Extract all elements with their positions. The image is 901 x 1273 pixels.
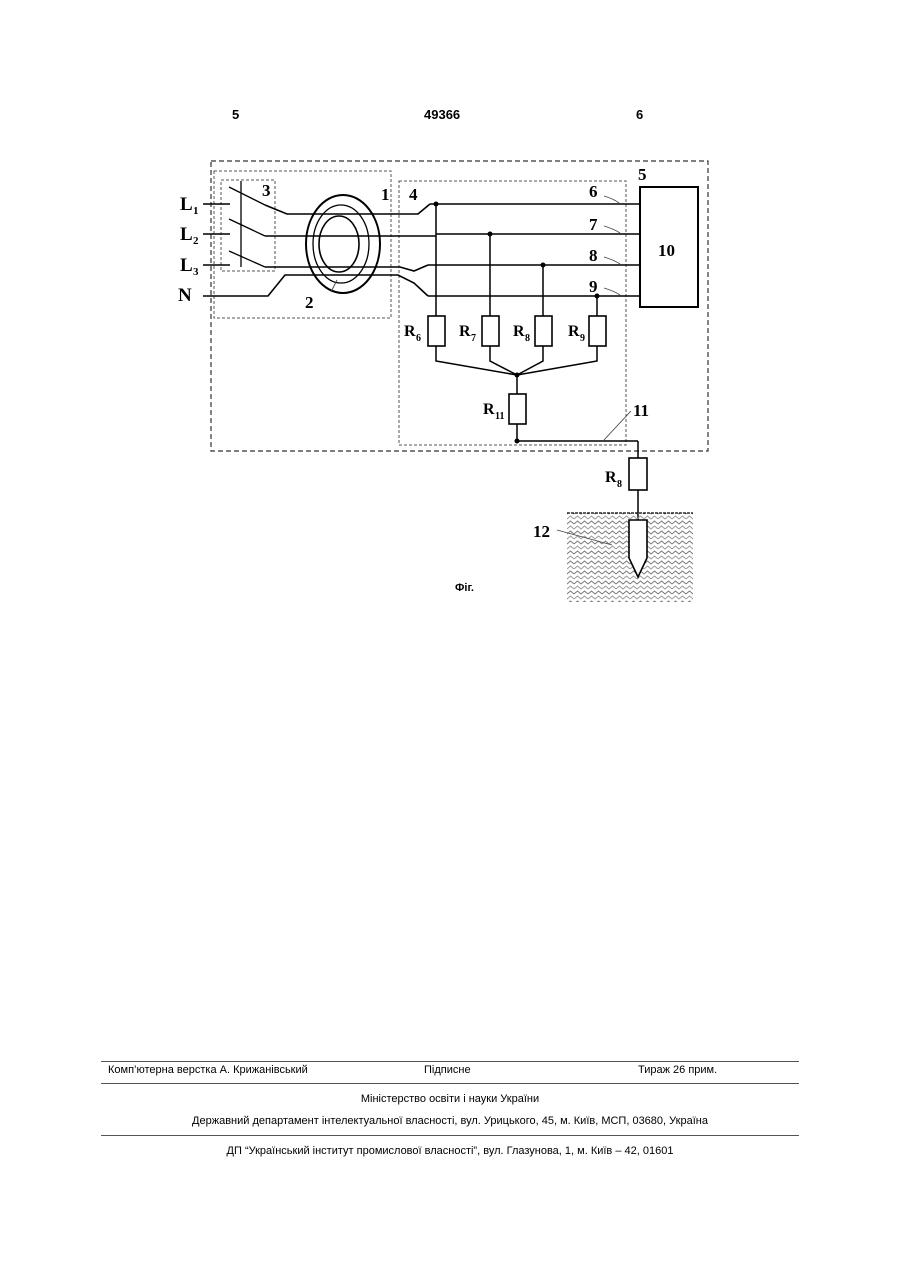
- label-r8-sub: 8: [525, 333, 530, 344]
- label-1: 1: [381, 185, 390, 204]
- signed-note: Підписне: [424, 1064, 471, 1076]
- circulation-note: Тираж 26 прим.: [638, 1064, 717, 1076]
- resistor-r9: [589, 316, 606, 346]
- footer-imprint-row: Комп’ютерна верстка А. Крижанівський Під…: [101, 1064, 799, 1078]
- label-2: 2: [305, 293, 314, 312]
- label-3: 3: [262, 181, 271, 200]
- switch-contacts: [229, 181, 265, 267]
- input-wires: [203, 204, 310, 296]
- footer-rule-top: [101, 1061, 799, 1062]
- label-r9-sub: 9: [580, 333, 585, 344]
- figure-caption: Фіг.: [455, 582, 474, 594]
- current-transformer: [306, 195, 380, 293]
- typesetting-credit: Комп’ютерна верстка А. Крижанівський: [108, 1064, 308, 1076]
- label-r11-sub: 11: [495, 411, 504, 422]
- label-r6: R: [404, 323, 416, 340]
- label-9: 9: [589, 277, 598, 296]
- leader-lines: [331, 196, 631, 545]
- label-l2: L: [180, 224, 193, 245]
- label-4: 4: [409, 185, 418, 204]
- resistor-r8: [535, 316, 552, 346]
- label-11: 11: [633, 401, 649, 420]
- label-r8: R: [513, 323, 525, 340]
- label-r6-sub: 6: [416, 333, 421, 344]
- label-rg: R: [605, 469, 617, 486]
- department-line: Державний департамент інтелектуальної вл…: [101, 1115, 799, 1127]
- label-7: 7: [589, 215, 598, 234]
- label-l1-sub: 1: [193, 205, 199, 217]
- label-6: 6: [589, 182, 598, 201]
- label-n: N: [178, 285, 192, 306]
- footer-rule-middle: [101, 1083, 799, 1084]
- label-rg-sub: 8: [617, 479, 622, 490]
- publisher-line: ДП “Український інститут промислової вла…: [101, 1145, 799, 1157]
- label-10: 10: [658, 241, 675, 260]
- label-12: 12: [533, 522, 550, 541]
- resistor-r11: [509, 394, 526, 424]
- transformer-wires: [307, 204, 436, 296]
- label-r7: R: [459, 323, 471, 340]
- label-r7-sub: 7: [471, 333, 476, 344]
- resistor-r7: [482, 316, 499, 346]
- bus-lines: [428, 204, 640, 296]
- label-l2-sub: 2: [193, 235, 199, 247]
- resistor-ground: [629, 458, 647, 490]
- footer-rule-bottom: [101, 1135, 799, 1136]
- ministry-line: Міністерство освіти і науки України: [101, 1093, 799, 1105]
- label-l3: L: [180, 255, 193, 276]
- label-5: 5: [638, 165, 647, 184]
- label-l1: L: [180, 194, 193, 215]
- circuit-diagram: L 1 L 2 L 3 N 1 2 3 4 5 6 7 8 9 10 11 12…: [0, 0, 901, 640]
- resistor-r6: [428, 316, 445, 346]
- resistor-drops: [436, 204, 597, 316]
- label-r9: R: [568, 323, 580, 340]
- label-l3-sub: 3: [193, 266, 199, 278]
- label-r11: R: [483, 401, 495, 418]
- label-8: 8: [589, 246, 598, 265]
